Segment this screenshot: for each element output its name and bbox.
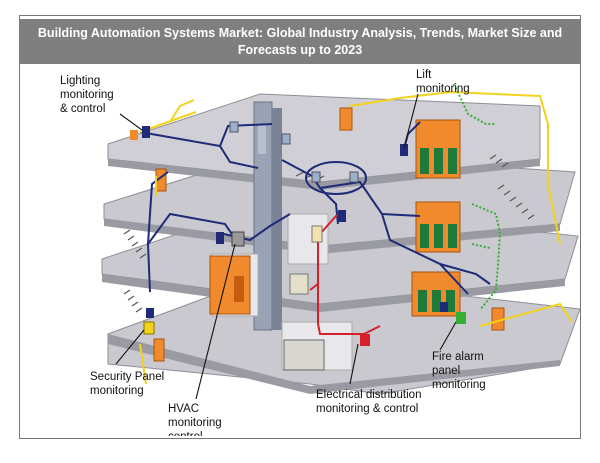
leader-lines	[115, 93, 457, 400]
network-hub-ring	[305, 161, 367, 195]
orange-rooms	[153, 107, 505, 362]
yellow-cables	[139, 90, 573, 385]
devices	[130, 121, 466, 371]
building-diagram: Lighting monitoring & control Lift monit…	[60, 69, 580, 436]
lift-panel	[400, 144, 408, 156]
fire-alarm-panel	[456, 312, 466, 324]
label-electrical: Electrical distribution monitoring & con…	[316, 389, 425, 415]
floor-3-edge	[104, 219, 560, 254]
floor-2-edge	[102, 274, 565, 312]
lift-block-middle	[415, 201, 461, 253]
floor-ground-edge	[108, 334, 560, 394]
label-lift: Lift monitoring	[416, 69, 470, 95]
label-fire-alarm: Fire alarm panel monitoring	[432, 351, 487, 391]
lighting-panel	[142, 126, 150, 138]
callout-labels: Lighting monitoring & control Lift monit…	[60, 69, 487, 436]
lift-block-top	[415, 119, 461, 179]
label-hvac: HVAC monitoring control	[168, 403, 225, 436]
title-bar: Building Automation Systems Market: Glob…	[19, 19, 581, 64]
label-security: Security Panel monitoring	[90, 371, 167, 397]
label-lighting: Lighting monitoring & control	[60, 75, 117, 115]
orange-door-top	[339, 107, 353, 131]
hvac-panel	[231, 231, 245, 247]
electrical-cabinet	[283, 339, 325, 371]
security-panel	[143, 321, 155, 335]
orange-door-left-2	[153, 338, 165, 362]
green-cables	[453, 83, 502, 311]
figure-title: Building Automation Systems Market: Glob…	[37, 25, 563, 57]
lift-block-bottom	[411, 271, 461, 317]
